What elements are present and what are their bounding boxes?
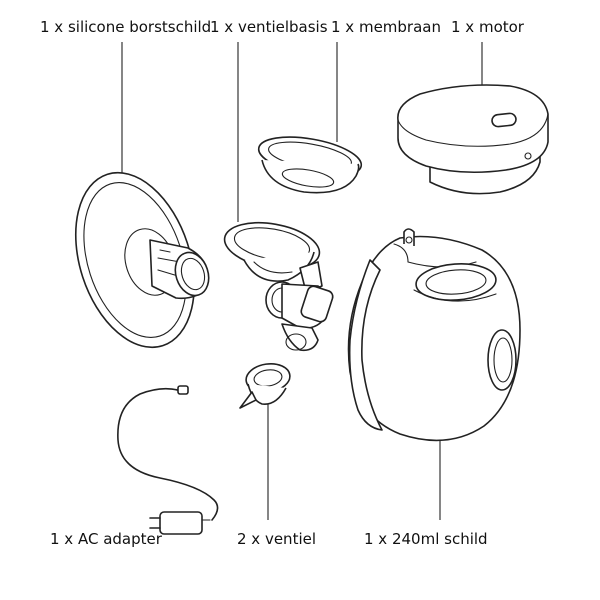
label-breast-shield: 1 x silicone borstschild [40,18,212,36]
ac-adapter-part [117,385,219,535]
leader-lines [121,42,483,520]
membrane-part [257,136,363,194]
label-membrane: 1 x membraan [331,18,441,36]
label-motor: 1 x motor [451,18,524,36]
label-valve: 2 x ventiel [237,530,317,548]
label-valve-base: 1 x ventielbasis [210,18,328,36]
label-ac-adapter: 1 x AC adapter [50,530,162,548]
milk-shield-part [347,228,521,442]
label-milk-shield: 1 x 240ml schild [364,530,488,548]
breast-shield-part [74,171,210,349]
valve-part [239,363,291,409]
valve-base-part [223,221,334,352]
motor-part [397,84,549,195]
